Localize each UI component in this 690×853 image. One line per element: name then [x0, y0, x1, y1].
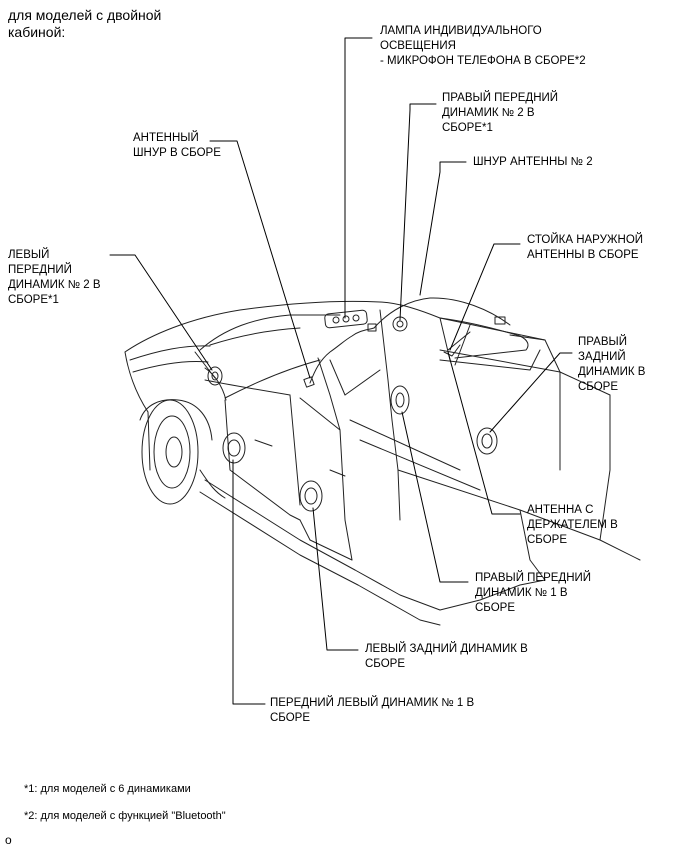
callout-front-left-speaker-1: ПЕРЕДНИЙ ЛЕВЫЙ ДИНАМИК № 1 В СБОРЕ: [270, 696, 474, 726]
callout-left-rear-speaker: ЛЕВЫЙ ЗАДНИЙ ДИНАМИК В СБОРЕ: [365, 642, 528, 672]
callout-antenna-with-holder: АНТЕННА С ДЕРЖАТЕЛЕМ В СБОРЕ: [527, 503, 618, 548]
leader-lamp: [344, 37, 373, 319]
antenna-cord-shape: [309, 327, 375, 384]
heading-line-2: кабиной:: [8, 24, 66, 40]
figure-marker: o: [5, 833, 12, 847]
callout-rrs-line-2: ЗАДНИЙ: [578, 351, 626, 363]
callout-oap-line-2: АНТЕННЫ В СБОРЕ: [527, 249, 639, 261]
callout-rfs2-line-3: СБОРЕ*1: [442, 122, 493, 134]
heading-line-1: для моделей с двойной: [8, 7, 162, 23]
left-rear-door-speaker-shape: [299, 480, 323, 512]
vehicle-body-outline: [124, 300, 641, 626]
callout-antenna-cord: АНТЕННЫЙ ШНУР В СБОРЕ: [133, 131, 221, 161]
leader-right-rear-speaker: [489, 352, 573, 433]
callout-awh-line-1: АНТЕННА С: [527, 504, 594, 516]
callout-rrs-line-1: ПРАВЫЙ: [578, 336, 627, 348]
page-heading: для моделей с двойной кабиной:: [8, 7, 161, 41]
component-shapes: [207, 297, 529, 512]
callout-rrs-line-3: ДИНАМИК В: [578, 366, 646, 378]
callout-lamp-line-2: ОСВЕЩЕНИЯ: [380, 40, 456, 52]
callout-fls1-line-2: СБОРЕ: [270, 712, 311, 724]
leader-right-front-speaker-2: [399, 103, 437, 321]
callout-awh-line-3: СБОРЕ: [527, 534, 568, 546]
overhead-lamp-shape: [324, 309, 368, 329]
leader-outer-antenna-pole: [449, 243, 521, 351]
callout-ac-line-2: ШНУР В СБОРЕ: [133, 147, 221, 159]
leader-antenna-cord-2: [419, 161, 467, 296]
callout-rfs1-line-1: ПРАВЫЙ ПЕРЕДНИЙ: [475, 572, 592, 584]
callout-left-front-speaker-2: ЛЕВЫЙ ПЕРЕДНИЙ ДИНАМИК № 2 В СБОРЕ*1: [8, 248, 101, 308]
footnote-1: *1: для моделей с 6 динамиками: [24, 783, 191, 795]
callout-awh-line-2: ДЕРЖАТЕЛЕМ В: [527, 519, 618, 531]
callout-antenna-cord-2: ШНУР АНТЕННЫ № 2: [473, 155, 593, 170]
leader-antenna-cord: [209, 140, 311, 379]
antenna-with-holder-shape: [439, 317, 529, 359]
right-front-door-speaker-shape: [390, 385, 410, 415]
footnote-2: *2: для моделей с функцией "Bluetooth": [24, 810, 226, 822]
callout-rrs-line-4: СБОРЕ: [578, 381, 619, 393]
callout-ac-line-1: АНТЕННЫЙ: [133, 132, 199, 144]
leader-right-front-speaker-1: [401, 411, 469, 583]
callout-lamp-line-1: ЛАМПА ИНДИВИДУАЛЬНОГО: [380, 25, 542, 37]
leader-antenna-with-holder: [447, 351, 521, 515]
right-rear-speaker-shape: [476, 427, 498, 455]
callout-rfs1-line-2: ДИНАМИК № 1 В: [475, 587, 568, 599]
front-left-door-speaker-shape: [222, 432, 246, 464]
callout-fls1-line-1: ПЕРЕДНИЙ ЛЕВЫЙ ДИНАМИК № 1 В: [270, 697, 475, 709]
callout-ac2-line-1: ШНУР АНТЕННЫ № 2: [473, 156, 593, 168]
callout-lrs-line-2: СБОРЕ: [365, 658, 406, 670]
callout-right-front-speaker-1: ПРАВЫЙ ПЕРЕДНИЙ ДИНАМИК № 1 В СБОРЕ: [475, 571, 591, 616]
callout-lamp: ЛАМПА ИНДИВИДУАЛЬНОГО ОСВЕЩЕНИЯ - МИКРОФ…: [380, 24, 586, 69]
antenna-cord-2-shape: [373, 297, 511, 329]
callout-lfs2-line-1: ЛЕВЫЙ: [8, 249, 50, 261]
left-front-tweeter-shape: [207, 366, 223, 386]
callout-rfs2-line-1: ПРАВЫЙ ПЕРЕДНИЙ: [442, 92, 559, 104]
callout-lfs2-line-2: ПЕРЕДНИЙ: [8, 264, 72, 276]
callout-lrs-line-1: ЛЕВЫЙ ЗАДНИЙ ДИНАМИК В: [365, 643, 528, 655]
leader-lines: [109, 37, 573, 705]
callout-rfs2-line-2: ДИНАМИК № 2 В: [442, 107, 535, 119]
callout-right-front-speaker-2: ПРАВЫЙ ПЕРЕДНИЙ ДИНАМИК № 2 В СБОРЕ*1: [442, 91, 558, 136]
callout-lamp-line-3: - МИКРОФОН ТЕЛЕФОНА В СБОРЕ*2: [380, 55, 586, 67]
callout-lfs2-line-4: СБОРЕ*1: [8, 294, 59, 306]
leader-front-left-speaker-1: [232, 459, 266, 705]
callout-rfs1-line-3: СБОРЕ: [475, 602, 516, 614]
leader-left-front-speaker-2: [109, 254, 213, 371]
leader-left-rear-speaker: [312, 507, 359, 651]
callout-lfs2-line-3: ДИНАМИК № 2 В: [8, 279, 101, 291]
callout-oap-line-1: СТОЙКА НАРУЖНОЙ: [527, 234, 644, 246]
callout-outer-antenna-pole: СТОЙКА НАРУЖНОЙ АНТЕННЫ В СБОРЕ: [527, 233, 643, 263]
callout-right-rear-speaker: ПРАВЫЙ ЗАДНИЙ ДИНАМИК В СБОРЕ: [578, 335, 645, 395]
